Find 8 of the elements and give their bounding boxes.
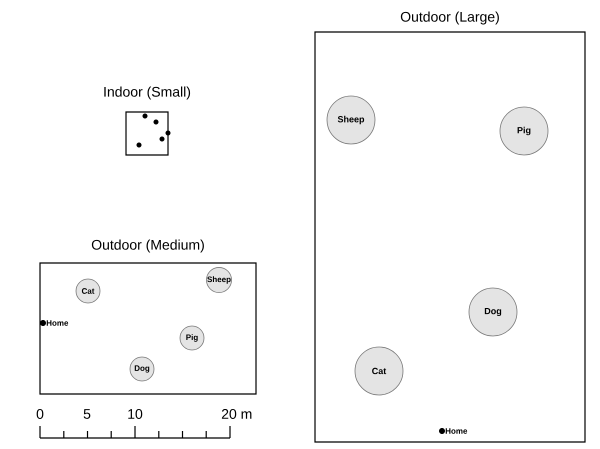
node-label: Indoor (Small) [104, 86, 190, 100]
node-label: Outdoor (Large) [400, 11, 499, 25]
scale-label: 10 [128, 409, 142, 419]
node-label: Outdoor (Medium) [92, 239, 204, 253]
scale-label: 5 [84, 409, 90, 419]
enclosure-box: Indoor (Small) [104, 86, 190, 156]
scale-label: 20 m [222, 409, 252, 419]
scale-label: 0 [36, 409, 44, 419]
